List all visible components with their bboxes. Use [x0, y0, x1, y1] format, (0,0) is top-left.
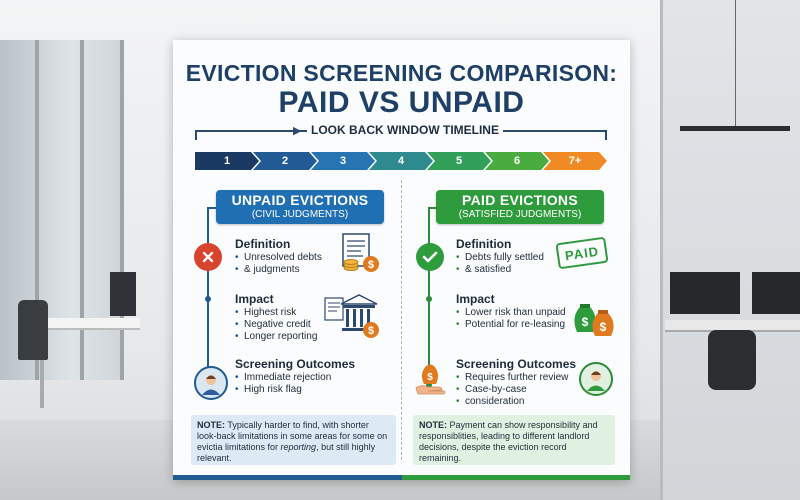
unpaid-note: NOTE: Typically harder to find, with sho… [191, 415, 396, 465]
bank-money-icon: $ [323, 290, 381, 345]
timeline-bracket-right [605, 130, 607, 140]
list-item: & judgments [235, 264, 322, 276]
timeline-segment-2: 2 [253, 152, 317, 170]
infographic-poster: EVICTION SCREENING COMPARISON: PAID VS U… [173, 40, 630, 480]
poster-title-line2: PAID VS UNPAID [278, 86, 525, 119]
check-circle-icon [416, 243, 444, 271]
paid-note: NOTE: Payment can show responsibility an… [413, 415, 615, 465]
paid-title: PAID EVICTIONS [462, 192, 578, 208]
left-desk [30, 318, 140, 330]
unpaid-outcomes-list: Immediate rejection High risk flag [235, 372, 331, 396]
footer-bar-blue [173, 475, 402, 480]
timeline-bar: 1 2 3 4 5 6 7+ [195, 152, 613, 170]
poster-title-line1: EVICTION SCREENING COMPARISON: [185, 60, 618, 86]
timeline-segment-7: 7+ [543, 152, 607, 170]
column-divider [401, 180, 402, 460]
timeline-segment-1: 1 [195, 152, 259, 170]
unpaid-subtitle: (CIVIL JUDGMENTS) [251, 209, 349, 220]
pendant-lamp-wire [735, 0, 736, 126]
list-item: Longer reporting [235, 331, 317, 343]
person-avatar-icon [579, 362, 613, 396]
paid-note-label: NOTE: [419, 420, 447, 430]
paid-impact-list: Lower risk than unpaid Potential for re-… [456, 307, 566, 331]
timeline-arrow-icon: ▶ [293, 125, 302, 137]
list-item: Unresolved debts [235, 252, 322, 264]
svg-text:$: $ [582, 315, 589, 329]
list-item: High risk flag [235, 384, 331, 396]
timeline-segment-6: 6 [485, 152, 549, 170]
unpaid-definition-title: Definition [235, 237, 291, 251]
document-money-icon: $ [337, 230, 385, 283]
unpaid-title: UNPAID EVICTIONS [231, 192, 369, 208]
unpaid-outcomes-title: Screening Outcomes [235, 357, 356, 371]
right-glass-partition [660, 0, 800, 500]
unpaid-header: UNPAID EVICTIONS (CIVIL JUDGMENTS) [216, 190, 384, 224]
pendant-lamp [680, 126, 790, 131]
paid-stamp-icon: PAID [555, 236, 609, 270]
unpaid-note-text-b: , but still highly relevant. [197, 442, 376, 463]
paid-outcomes-title: Screening Outcomes [456, 357, 577, 371]
timeline-segment-5: 5 [427, 152, 491, 170]
list-item: Requires further review [456, 372, 568, 384]
right-monitor-2 [752, 272, 800, 314]
timeline-segment-3: 3 [311, 152, 375, 170]
paid-impact-title: Impact [456, 292, 495, 306]
unpaid-impact-dot [205, 296, 211, 302]
paid-impact-dot [426, 296, 432, 302]
svg-text:$: $ [368, 259, 374, 271]
list-item: Case-by-case [456, 384, 568, 396]
svg-text:$: $ [427, 372, 433, 383]
list-item: Lower risk than unpaid [456, 307, 566, 319]
person-avatar-icon [194, 366, 228, 400]
footer-bar-green [402, 475, 630, 480]
list-item: Debts fully settled [456, 252, 544, 264]
left-desk-leg [40, 328, 44, 408]
unpaid-connector-stub [207, 207, 217, 209]
paid-subtitle: (SATISFIED JUDGMENTS) [458, 209, 582, 220]
unpaid-impact-list: Highest risk Negative credit Longer repo… [235, 307, 317, 343]
right-monitor-1 [670, 272, 740, 314]
timeline-segment-4: 4 [369, 152, 433, 170]
list-item: Immediate rejection [235, 372, 331, 384]
timeline-label: LOOK BACK WINDOW TIMELINE [307, 123, 503, 137]
left-chair [18, 300, 48, 360]
svg-text:$: $ [600, 320, 607, 334]
unpaid-note-label: NOTE: [197, 420, 225, 430]
unpaid-impact-title: Impact [235, 292, 274, 306]
right-chair [708, 330, 756, 390]
list-item: & satisfied [456, 264, 544, 276]
unpaid-note-text-em: reporting [280, 442, 317, 452]
paid-note-text: Payment can show responsibility and resp… [419, 420, 598, 463]
list-item: consideration [456, 396, 568, 408]
unpaid-note-text-a: Typically harder to find, with shorter l… [197, 420, 388, 452]
paid-definition-list: Debts fully settled & satisfied [456, 252, 544, 276]
paid-definition-title: Definition [456, 237, 512, 251]
list-item: Negative credit [235, 319, 317, 331]
paid-outcomes-dot [426, 382, 432, 388]
hand-money-bag-icon: $ [414, 362, 448, 401]
list-item: Highest risk [235, 307, 317, 319]
unpaid-definition-list: Unresolved debts & judgments [235, 252, 322, 276]
paid-outcomes-list: Requires further review Case-by-case con… [456, 372, 568, 408]
list-item: Potential for re-leasing [456, 319, 566, 331]
paid-connector-stub [428, 207, 437, 209]
left-monitor [110, 272, 136, 316]
x-circle-icon [194, 243, 222, 271]
svg-text:$: $ [368, 325, 374, 337]
money-bags-icon: $ $ [571, 298, 617, 343]
timeline-bracket-left [195, 130, 197, 140]
paid-header: PAID EVICTIONS (SATISFIED JUDGMENTS) [436, 190, 604, 224]
